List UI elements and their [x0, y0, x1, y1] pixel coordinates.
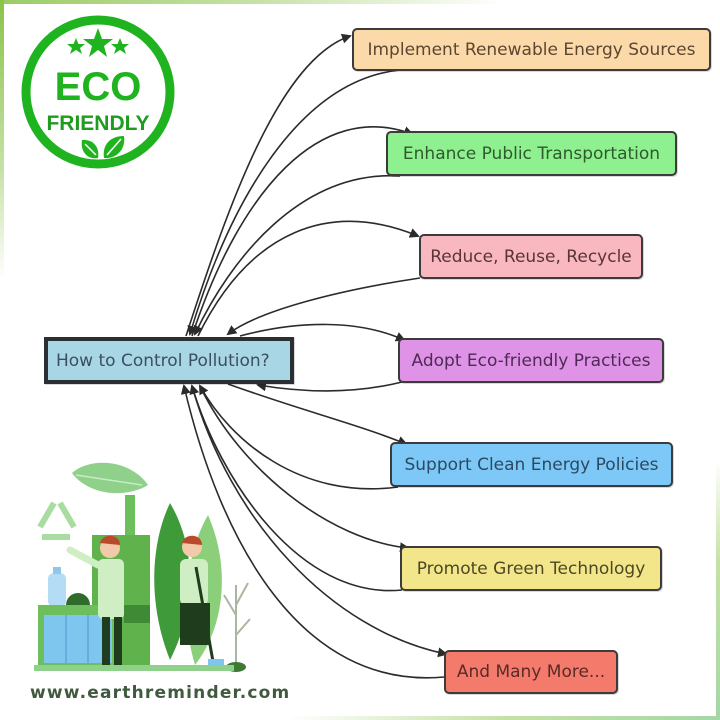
arrow-to-manymore	[191, 385, 448, 658]
node-label: Enhance Public Transportation	[402, 143, 661, 164]
arrow-to-greentech	[199, 385, 410, 553]
arrow-from-cleanenergy	[199, 384, 399, 490]
arrow-from-renewable	[187, 69, 401, 336]
arrow-to-recycle	[197, 220, 420, 337]
center-node[interactable]: How to Control Pollution?	[44, 337, 294, 384]
arrow-to-ecofriendly	[239, 323, 406, 342]
node-reduce-reuse-recycle[interactable]: Reduce, Reuse, Recycle	[419, 234, 643, 279]
node-renewable-energy[interactable]: Implement Renewable Energy Sources	[352, 28, 711, 71]
frame-left-border	[0, 0, 4, 280]
leaf-icon	[72, 462, 148, 494]
eco-workers-illustration	[30, 455, 260, 680]
website-url[interactable]: www.earthreminder.com	[30, 683, 291, 703]
arrow-to-cleanenergy	[227, 383, 408, 446]
frame-top-border	[0, 0, 720, 4]
node-label: Implement Renewable Energy Sources	[367, 39, 696, 60]
frame-bottom-border	[0, 716, 720, 720]
badge-ring-icon	[21, 15, 175, 169]
arrow-to-transport	[191, 126, 414, 337]
node-eco-friendly-practices[interactable]: Adopt Eco-friendly Practices	[398, 338, 664, 383]
eco-friendly-badge: ECO FRIENDLY	[18, 12, 178, 172]
star-icon	[67, 28, 129, 57]
node-label: Adopt Eco-friendly Practices	[411, 350, 651, 371]
recycle-icon	[37, 501, 77, 540]
node-label: And Many More...	[456, 662, 606, 682]
ground-strip	[34, 665, 234, 671]
sapling-icon	[223, 582, 251, 665]
node-label: Promote Green Technology	[416, 558, 646, 579]
node-label: Support Clean Energy Policies	[404, 454, 659, 475]
water-bottle-icon	[48, 567, 66, 607]
arrow-from-greentech	[189, 384, 403, 592]
leaf-icon	[81, 136, 125, 159]
arrow-from-manymore	[180, 384, 445, 679]
worker-gardener-icon	[180, 535, 224, 669]
node-and-many-more[interactable]: And Many More...	[444, 650, 618, 694]
node-label: Reduce, Reuse, Recycle	[430, 246, 632, 267]
frame-right-border	[716, 460, 720, 720]
node-public-transportation[interactable]: Enhance Public Transportation	[386, 131, 677, 176]
arrow-to-renewable	[185, 33, 352, 337]
worker-scientist-icon	[66, 535, 150, 665]
badge-eco-text: ECO	[55, 65, 142, 109]
node-green-technology[interactable]: Promote Green Technology	[400, 546, 662, 591]
node-clean-energy-policies[interactable]: Support Clean Energy Policies	[390, 442, 673, 487]
arrow-from-ecofriendly	[256, 381, 403, 392]
badge-friendly-text: FRIENDLY	[46, 112, 149, 135]
arrow-from-recycle	[226, 277, 421, 336]
center-node-label: How to Control Pollution?	[56, 350, 270, 371]
arrow-from-transport	[193, 175, 401, 336]
